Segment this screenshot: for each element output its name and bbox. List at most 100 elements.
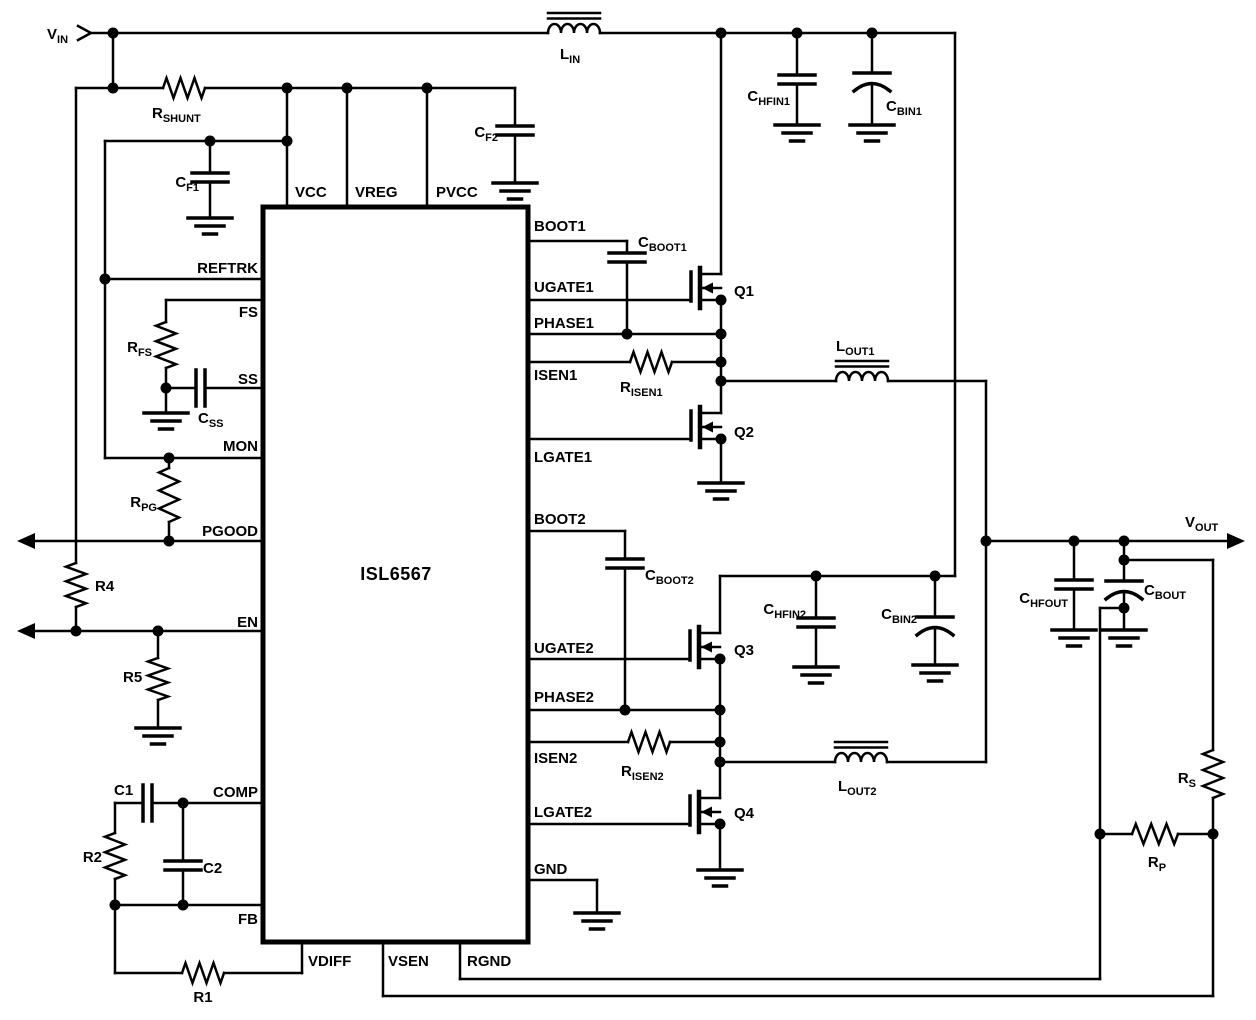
ground-icon <box>911 663 959 683</box>
label-rs: RS <box>1178 770 1196 790</box>
pin-ss: SS <box>238 371 258 388</box>
label-r5: R5 <box>123 669 142 686</box>
inductor-lin <box>546 11 602 35</box>
pin-vcc: VCC <box>295 184 327 201</box>
ground-icon <box>696 868 744 888</box>
ic-part-number: ISL6567 <box>360 564 432 584</box>
ground-icon <box>491 181 539 201</box>
resistor-r4 <box>62 561 90 609</box>
ground-icon <box>134 726 182 746</box>
capacitor-cf2 <box>491 86 539 201</box>
pin-phase2: PHASE2 <box>534 689 594 706</box>
ground-icon <box>848 123 896 143</box>
capacitor-c1 <box>113 783 265 823</box>
capacitor-c2 <box>163 801 203 907</box>
capacitor-chfin1 <box>773 31 821 143</box>
label-chfin1: CHFIN1 <box>747 88 790 108</box>
arrow-left-icon <box>17 623 35 639</box>
label-css: CSS <box>198 410 224 430</box>
label-risen1: RISEN1 <box>620 379 663 399</box>
pin-reftrk: REFTRK <box>197 260 258 277</box>
ground-icon <box>792 665 840 685</box>
ground-icon <box>186 216 234 236</box>
label-lout2: LOUT2 <box>838 778 877 798</box>
net-en <box>17 623 265 639</box>
label-vout: VOUT <box>1185 514 1219 534</box>
pin-isen1: ISEN1 <box>534 367 577 384</box>
pin-ugate1: UGATE1 <box>534 279 594 296</box>
resistor-rpg <box>155 456 183 543</box>
label-q3: Q3 <box>734 642 754 659</box>
label-cf1: CF1 <box>175 174 199 194</box>
mosfet-q2 <box>691 407 745 501</box>
label-lout1: LOUT1 <box>836 338 875 358</box>
label-cbin1: CBIN1 <box>886 98 922 118</box>
pin-gnd: GND <box>534 861 568 878</box>
label-cf2: CF2 <box>474 124 498 144</box>
net-pgood <box>17 533 265 549</box>
label-q1: Q1 <box>734 283 754 300</box>
arrow-left-icon <box>17 533 35 549</box>
net-vcc-rail <box>62 74 517 633</box>
label-cbout: CBOUT <box>1144 582 1186 602</box>
label-risen2: RISEN2 <box>621 763 664 783</box>
net-vin-rail <box>76 11 957 578</box>
resistor-r2 <box>101 801 129 907</box>
resistor-risen1 <box>526 348 723 376</box>
pin-en: EN <box>237 614 258 631</box>
label-q2: Q2 <box>734 424 754 441</box>
pin-rgnd: RGND <box>467 953 511 970</box>
pin-phase1: PHASE1 <box>534 315 594 332</box>
capacitor-chfin2 <box>792 574 840 685</box>
resistor-rp <box>1098 820 1215 848</box>
ground-icon <box>142 411 190 431</box>
pin-vdiff: VDIFF <box>308 953 351 970</box>
capacitor-cbin1 <box>848 31 896 143</box>
pin-pgood: PGOOD <box>202 523 258 540</box>
pin-pvcc: PVCC <box>436 184 478 201</box>
ground-icon <box>1050 628 1098 648</box>
resistor-r5 <box>134 629 182 746</box>
ground-icon <box>1100 628 1148 648</box>
pin-fs: FS <box>239 304 258 321</box>
label-c2: C2 <box>203 860 222 877</box>
pin-lgate2: LGATE2 <box>534 804 592 821</box>
inductor-lout2 <box>718 740 988 764</box>
pin-isen2: ISEN2 <box>534 750 577 767</box>
ground-icon <box>773 123 821 143</box>
label-cboot1: CBOOT1 <box>638 234 687 254</box>
label-chfout: CHFOUT <box>1019 590 1068 610</box>
label-r2: R2 <box>83 849 102 866</box>
resistor-rshunt <box>161 74 207 102</box>
arrow-right-icon <box>1227 533 1245 549</box>
pin-vreg: VREG <box>355 184 398 201</box>
resistor-risen2 <box>526 728 722 756</box>
net-gnd-pin <box>526 878 621 931</box>
label-rshunt: RSHUNT <box>152 105 201 125</box>
net-rgnd <box>458 606 1126 981</box>
label-rfs: RFS <box>127 339 152 359</box>
net-fb <box>113 903 265 975</box>
mosfet-q4 <box>690 792 744 888</box>
vin-port-icon <box>76 24 94 42</box>
pin-boot1: BOOT1 <box>534 218 586 235</box>
label-lin: LIN <box>560 46 580 66</box>
pin-boot2: BOOT2 <box>534 511 586 528</box>
resistor-r1 <box>113 940 304 987</box>
mosfet-q3 <box>690 574 720 667</box>
resistor-rs <box>1122 558 1227 998</box>
pin-fb: FB <box>238 911 258 928</box>
capacitor-cf1 <box>103 139 289 460</box>
junction-dots <box>70 27 1219 911</box>
capacitor-chfout <box>1050 539 1098 648</box>
pin-mon: MON <box>223 438 258 455</box>
ic-isl6567: ISL6567 VCC VREG PVCC REFTRK FS SS MON P… <box>197 184 594 970</box>
label-cbin2: CBIN2 <box>881 606 917 626</box>
net-vout <box>984 379 1245 764</box>
pin-comp: COMP <box>213 784 258 801</box>
capacitor-cboot2 <box>526 529 645 712</box>
inductor-lout1 <box>719 359 988 383</box>
label-cboot2: CBOOT2 <box>645 567 694 587</box>
